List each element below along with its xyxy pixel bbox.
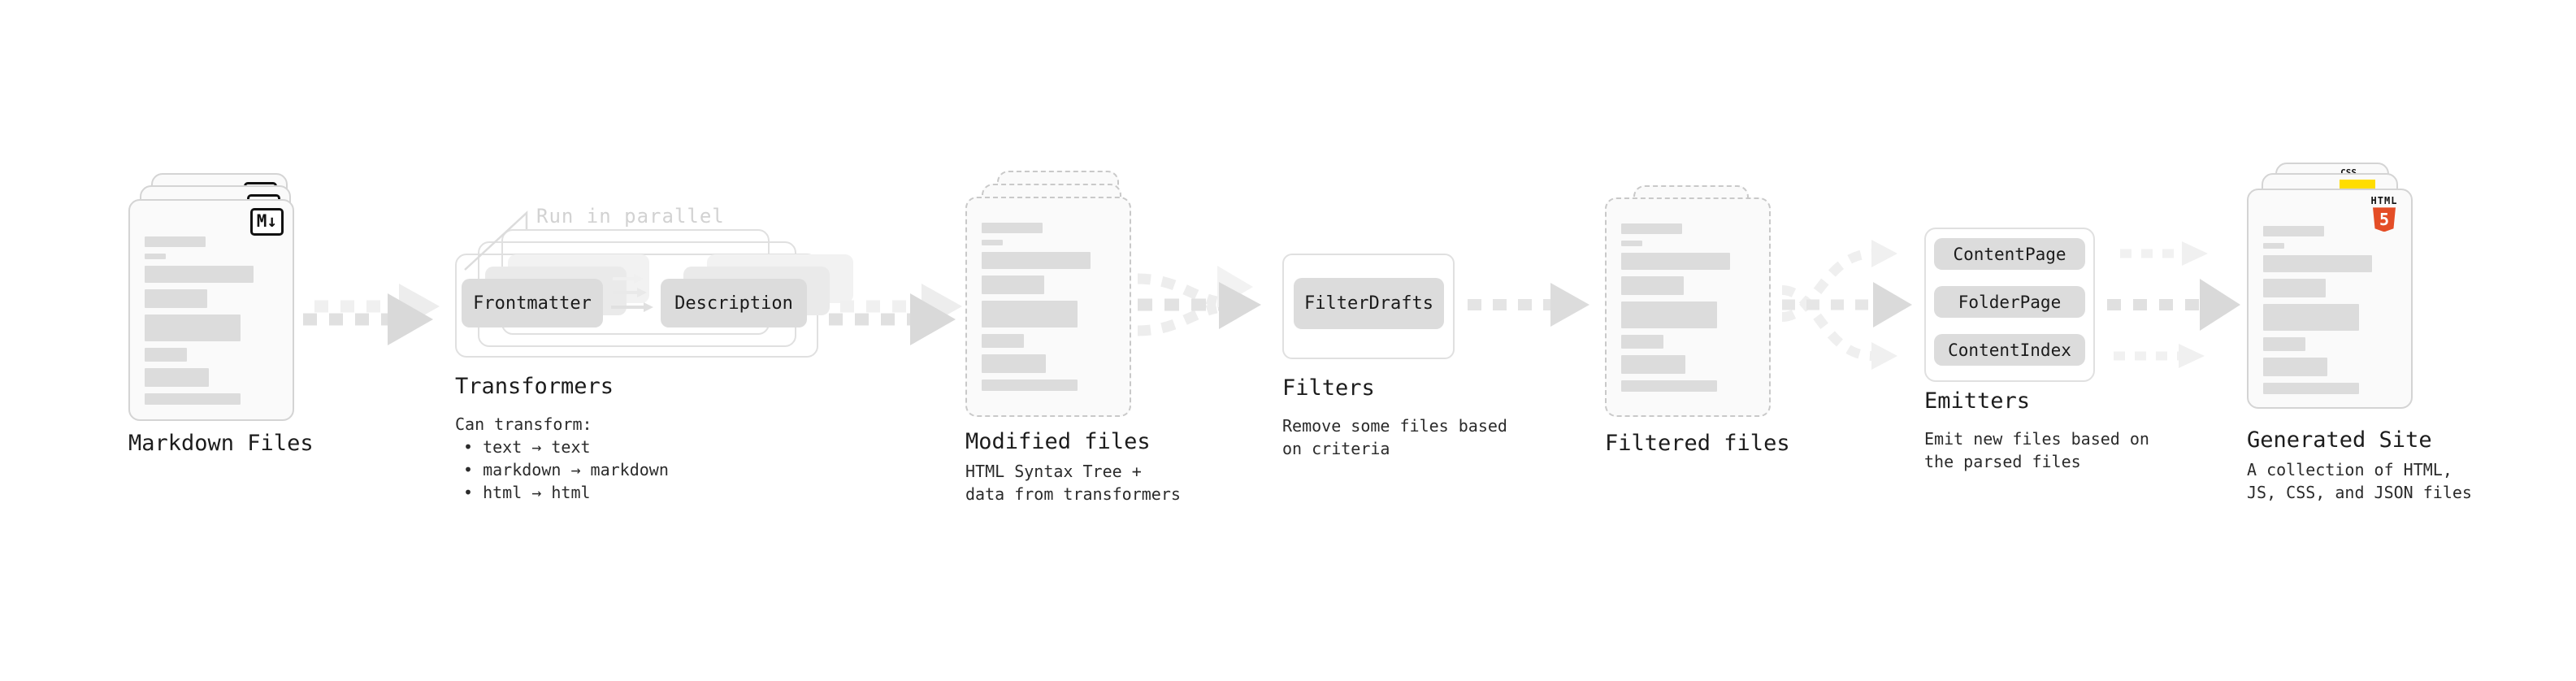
folderpage-chip: FolderPage: [1934, 286, 2085, 318]
arrows-emitters-to-site: [2107, 241, 2240, 368]
emitters-description: Emit new files based on the parsed files: [1924, 427, 2149, 473]
parallel-flow-arrows-icon: [611, 274, 653, 312]
text-line-placeholder: [145, 254, 167, 259]
file-card-front: [1605, 197, 1771, 417]
filters-label: Filters: [1282, 375, 1375, 401]
transformers-label: Transformers: [455, 374, 614, 399]
callout-leader-line: [464, 210, 528, 271]
generated-site-label: Generated Site: [2247, 427, 2432, 453]
text-line-placeholder: [2263, 255, 2373, 272]
desc-line: data from transformers: [965, 484, 1181, 504]
arrow-transformers-to-modified: [829, 284, 962, 345]
contentindex-chip: ContentIndex: [1934, 334, 2085, 366]
desc-line: A collection of HTML,: [2247, 460, 2452, 479]
text-line-placeholder: [1621, 301, 1718, 328]
text-line-placeholder: [145, 289, 208, 308]
file-card-front: M↓: [128, 199, 294, 421]
text-line-placeholder: [982, 334, 1025, 348]
filtered-files-label: Filtered files: [1605, 431, 1790, 456]
text-line-placeholder: [982, 354, 1046, 373]
text-line-placeholder: [982, 240, 1004, 245]
text-line-placeholder: [982, 301, 1078, 327]
desc-item: • text → text: [463, 437, 591, 457]
text-line-placeholder: [982, 380, 1078, 391]
text-line-placeholder: [2263, 279, 2327, 297]
filterdrafts-chip: FilterDrafts: [1294, 278, 1444, 329]
desc-line: Emit new files based on: [1924, 429, 2149, 449]
text-line-placeholder: [2263, 358, 2327, 376]
emitters-box: [1924, 228, 2095, 382]
text-line-placeholder: [1621, 253, 1731, 270]
filters-description: Remove some files based on criteria: [1282, 414, 1507, 460]
desc-title: Can transform:: [455, 414, 592, 434]
text-line-placeholder: [145, 236, 206, 247]
desc-item: • html → html: [463, 483, 591, 502]
text-line-placeholder: [145, 368, 209, 387]
document-text-placeholder: [145, 236, 278, 405]
text-line-placeholder: [145, 393, 241, 405]
file-card-front: HTML 5: [2247, 189, 2413, 409]
arrow-filters-to-filtered: [1468, 283, 1589, 327]
text-line-placeholder: [2263, 226, 2325, 236]
run-in-parallel-callout: Run in parallel: [536, 205, 725, 228]
arrow-fork-filtered-to-emitters: [1781, 240, 1912, 370]
transformers-description: Can transform: • text → text • markdown …: [455, 413, 669, 504]
html5-icon-shield: 5: [2373, 207, 2396, 232]
arrow-markdown-to-transformers: [303, 284, 440, 345]
text-line-placeholder: [1621, 335, 1664, 349]
text-line-placeholder: [2263, 304, 2360, 331]
text-line-placeholder: [2263, 383, 2360, 394]
desc-line: the parsed files: [1924, 452, 2081, 471]
text-line-placeholder: [982, 252, 1091, 269]
desc-item: • markdown → markdown: [463, 460, 669, 479]
contentpage-chip: ContentPage: [1934, 238, 2085, 270]
desc-line: JS, CSS, and JSON files: [2247, 483, 2472, 502]
document-text-placeholder: [2263, 226, 2396, 394]
frontmatter-chip: Frontmatter: [462, 279, 603, 327]
desc-line: on criteria: [1282, 439, 1390, 458]
description-chip: Description: [661, 279, 807, 327]
text-line-placeholder: [145, 348, 188, 362]
text-line-placeholder: [982, 223, 1043, 233]
text-line-placeholder: [1621, 223, 1683, 234]
desc-line: HTML Syntax Tree +: [965, 462, 1142, 481]
emitters-label: Emitters: [1924, 388, 2031, 414]
html5-icon-word: HTML: [2370, 195, 2398, 206]
file-card-front: [965, 197, 1131, 417]
modified-files-label: Modified files: [965, 429, 1151, 454]
text-line-placeholder: [1621, 380, 1718, 392]
modified-files-description: HTML Syntax Tree + data from transformer…: [965, 460, 1181, 505]
arrow-merge-modified-to-filters: [1137, 266, 1261, 336]
text-line-placeholder: [2263, 243, 2285, 249]
html5-icon: HTML 5: [2366, 195, 2403, 232]
desc-line: Remove some files based: [1282, 416, 1507, 436]
document-text-placeholder: [1621, 223, 1754, 392]
text-line-placeholder: [145, 266, 254, 283]
text-line-placeholder: [2263, 337, 2306, 351]
markdown-files-label: Markdown Files: [128, 431, 314, 456]
markdown-icon: M↓: [249, 208, 284, 236]
text-line-placeholder: [145, 314, 241, 341]
text-line-placeholder: [1621, 276, 1685, 295]
generated-site-description: A collection of HTML, JS, CSS, and JSON …: [2247, 458, 2472, 504]
text-line-placeholder: [1621, 355, 1685, 374]
filters-box: [1282, 254, 1455, 359]
text-line-placeholder: [1621, 241, 1643, 246]
text-line-placeholder: [982, 275, 1045, 294]
document-text-placeholder: [982, 223, 1115, 391]
